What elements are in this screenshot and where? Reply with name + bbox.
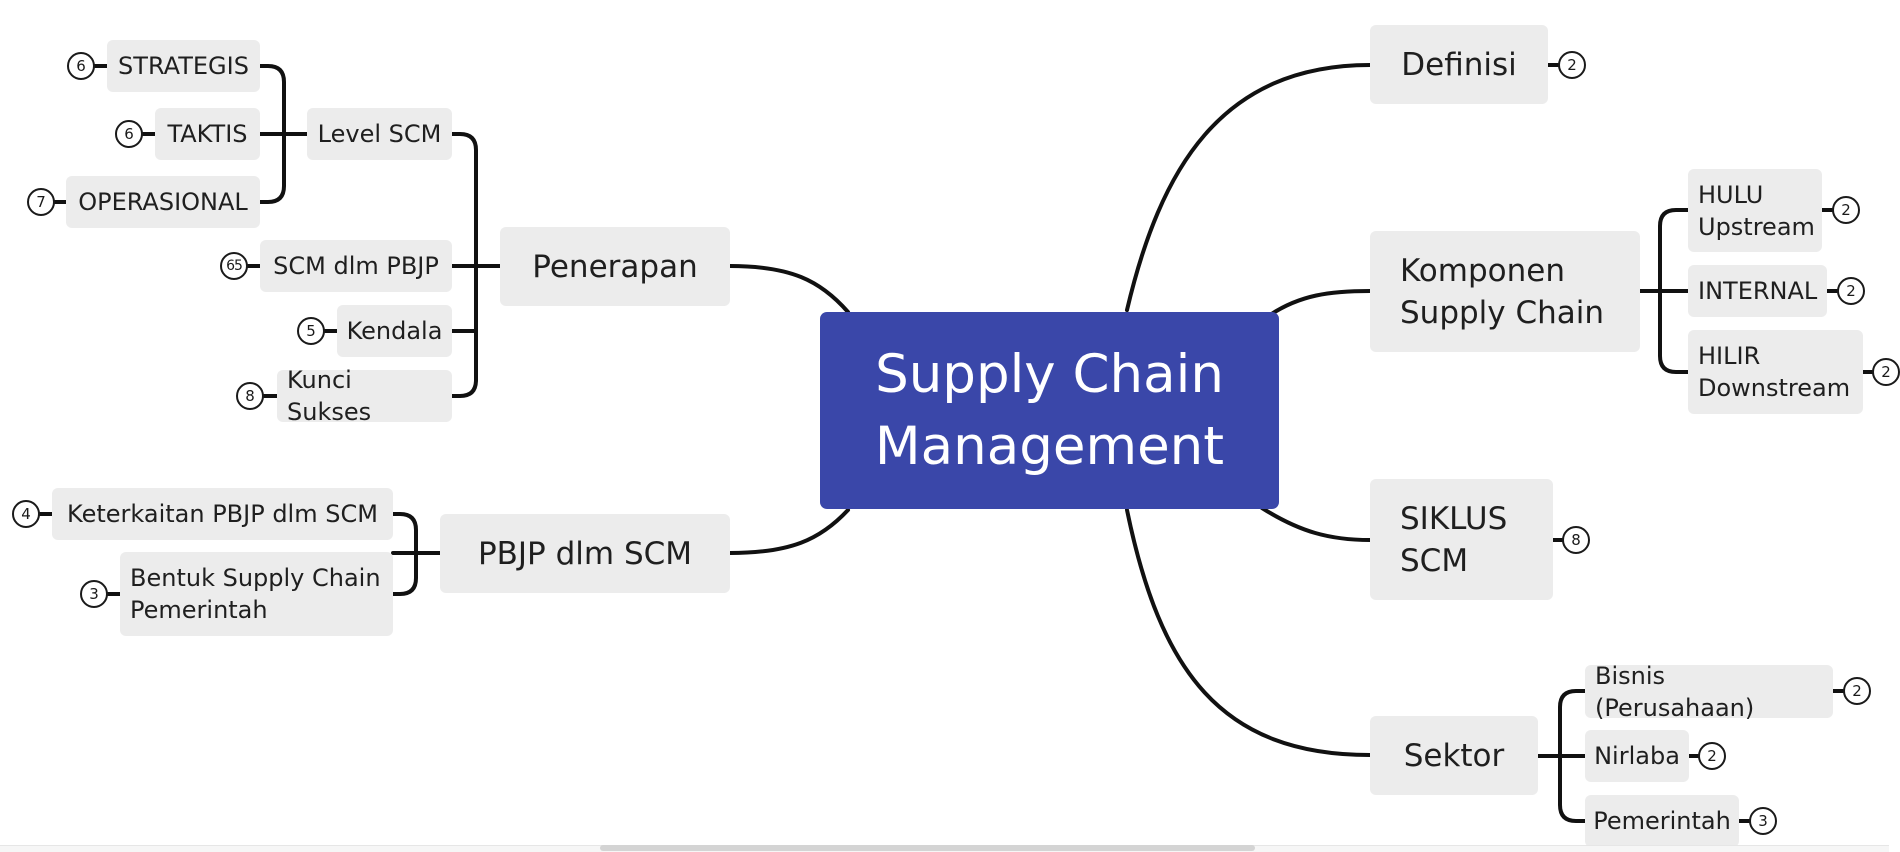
badge-strategis[interactable]: 6	[67, 52, 95, 80]
node-kendala[interactable]: Kendala	[337, 305, 452, 357]
link-siklus	[1260, 506, 1372, 542]
node-operasional-label: OPERASIONAL	[78, 188, 248, 216]
horizontal-scrollbar-thumb[interactable]	[600, 845, 1255, 851]
link-pbjp-bracket	[391, 512, 442, 596]
badge-bentuk-supply-chain[interactable]: 3	[80, 580, 108, 608]
node-bentuk-supply-chain-label: Bentuk Supply Chain Pemerintah	[130, 564, 381, 624]
node-bentuk-supply-chain[interactable]: Bentuk Supply Chain Pemerintah	[120, 552, 393, 636]
badge-kendala[interactable]: 5	[297, 317, 325, 345]
link-definisi	[1125, 63, 1372, 312]
badge-keterkaitan[interactable]: 4	[12, 500, 40, 528]
node-keterkaitan[interactable]: Keterkaitan PBJP dlm SCM	[52, 488, 393, 540]
node-internal[interactable]: INTERNAL	[1688, 265, 1827, 317]
link-sektor	[1125, 508, 1372, 757]
node-strategis-label: STRATEGIS	[118, 52, 249, 80]
central-topic-label: Supply Chain Management	[874, 343, 1225, 477]
node-scm-dlm-pbjp[interactable]: SCM dlm PBJP	[260, 240, 452, 292]
node-taktis[interactable]: TAKTIS	[155, 108, 260, 160]
node-kendala-label: Kendala	[346, 317, 443, 345]
topic-komponen-label: Komponen Supply Chain	[1400, 252, 1605, 331]
topic-pbjp-dlm-scm[interactable]: PBJP dlm SCM	[440, 514, 730, 593]
badge-kunci-sukses[interactable]: 8	[236, 382, 264, 410]
topic-penerapan-label: Penerapan	[532, 248, 698, 285]
badge-scm-dlm-pbjp[interactable]: 65	[220, 252, 248, 280]
badge-operasional[interactable]: 7	[27, 188, 55, 216]
node-bisnis[interactable]: Bisnis (Perusahaan)	[1585, 662, 1833, 722]
topic-siklus-label: SIKLUS SCM	[1400, 500, 1508, 579]
badge-siklus[interactable]: 8	[1562, 526, 1590, 554]
node-level-scm-label: Level SCM	[317, 120, 442, 148]
node-hilir-label: HILIR Downstream	[1698, 342, 1851, 402]
node-kunci-sukses-label: Kunci Sukses	[287, 366, 372, 426]
node-keterkaitan-label: Keterkaitan PBJP dlm SCM	[67, 500, 378, 528]
topic-sektor-label: Sektor	[1403, 737, 1505, 774]
topic-penerapan[interactable]: Penerapan	[500, 227, 730, 306]
node-bisnis-label: Bisnis (Perusahaan)	[1595, 661, 1755, 722]
topic-siklus[interactable]: SIKLUS SCM	[1370, 479, 1553, 600]
topic-definisi-label: Definisi	[1401, 46, 1517, 83]
link-sektor-bracket	[1536, 689, 1587, 823]
node-hulu-label: HULU Upstream	[1698, 180, 1815, 241]
topic-komponen[interactable]: Komponen Supply Chain	[1370, 231, 1640, 352]
link-penerapan	[728, 264, 850, 314]
badge-hilir[interactable]: 2	[1872, 358, 1900, 386]
topic-pbjp-dlm-scm-label: PBJP dlm SCM	[477, 535, 693, 572]
badge-taktis[interactable]: 6	[115, 120, 143, 148]
badge-hulu[interactable]: 2	[1832, 196, 1860, 224]
node-hilir[interactable]: HILIR Downstream	[1688, 330, 1863, 414]
badge-nirlaba[interactable]: 2	[1698, 742, 1726, 770]
link-level-bracket	[258, 64, 309, 204]
link-komponen-bracket	[1638, 208, 1690, 374]
node-scm-dlm-pbjp-label: SCM dlm PBJP	[273, 252, 439, 280]
node-hulu[interactable]: HULU Upstream	[1688, 169, 1822, 252]
node-kunci-sukses[interactable]: Kunci Sukses	[277, 366, 452, 426]
node-strategis[interactable]: STRATEGIS	[107, 40, 260, 92]
topic-sektor[interactable]: Sektor	[1370, 716, 1538, 795]
node-nirlaba[interactable]: Nirlaba	[1585, 730, 1689, 782]
node-taktis-label: TAKTIS	[167, 120, 248, 148]
badge-definisi[interactable]: 2	[1558, 51, 1586, 79]
link-pbjp	[728, 508, 850, 555]
topic-definisi[interactable]: Definisi	[1370, 25, 1548, 104]
link-penerapan-bracket	[450, 132, 502, 398]
link-komponen	[1268, 289, 1372, 317]
node-pemerintah[interactable]: Pemerintah	[1585, 795, 1739, 847]
node-level-scm[interactable]: Level SCM	[307, 108, 452, 160]
node-pemerintah-label: Pemerintah	[1593, 807, 1731, 835]
badge-internal[interactable]: 2	[1837, 277, 1865, 305]
node-nirlaba-label: Nirlaba	[1594, 742, 1680, 770]
badge-pemerintah[interactable]: 3	[1749, 807, 1777, 835]
badge-bisnis[interactable]: 2	[1843, 677, 1871, 705]
central-topic[interactable]: Supply Chain Management	[820, 312, 1279, 509]
node-operasional[interactable]: OPERASIONAL	[66, 176, 260, 228]
node-internal-label: INTERNAL	[1698, 277, 1818, 305]
